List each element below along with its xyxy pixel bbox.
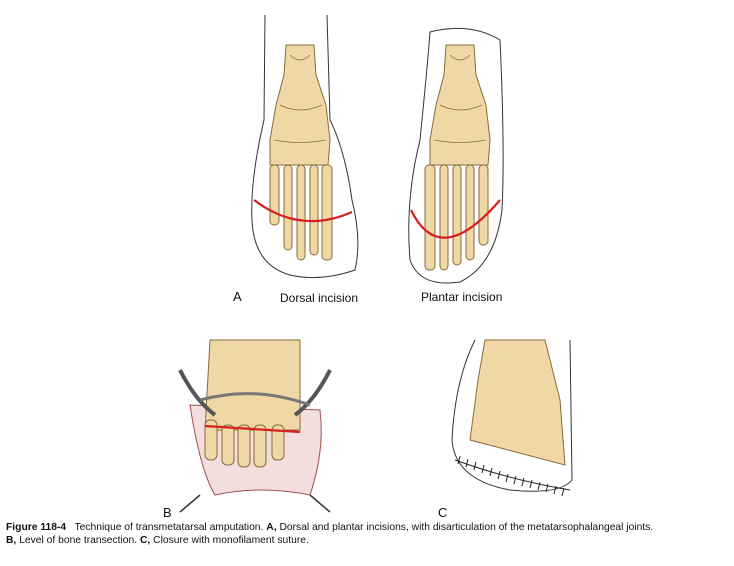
- plantar-foot-drawing: [408, 27, 504, 284]
- dorsal-incision-line: [253, 199, 353, 223]
- panel-b-label: B: [163, 505, 172, 520]
- dorsal-incision-label: Dorsal incision: [280, 291, 359, 305]
- caption-title: Technique of transmetatarsal amputation.: [74, 522, 264, 533]
- closure-drawing: [451, 339, 573, 497]
- caption-key-a: A,: [266, 522, 277, 533]
- caption-text-b: Level of bone transection.: [19, 535, 138, 546]
- panel-a-label: A: [233, 289, 242, 304]
- caption-key-b: B,: [6, 535, 17, 546]
- bone-transection-drawing: [178, 339, 332, 513]
- panel-c-label: C: [438, 505, 448, 520]
- caption-text-c: Closure with monofilament suture.: [153, 535, 309, 546]
- plantar-incision-line: [410, 199, 501, 239]
- figure-caption: Figure 118-4 Technique of transmetatarsa…: [6, 521, 731, 547]
- caption-key-c: C,: [139, 535, 151, 546]
- figure-number: Figure 118-4: [6, 522, 67, 533]
- dorsal-foot-drawing: [251, 14, 359, 279]
- caption-text-a: Dorsal and plantar incisions, with disar…: [279, 522, 654, 533]
- plantar-incision-label: Plantar incision: [421, 290, 503, 304]
